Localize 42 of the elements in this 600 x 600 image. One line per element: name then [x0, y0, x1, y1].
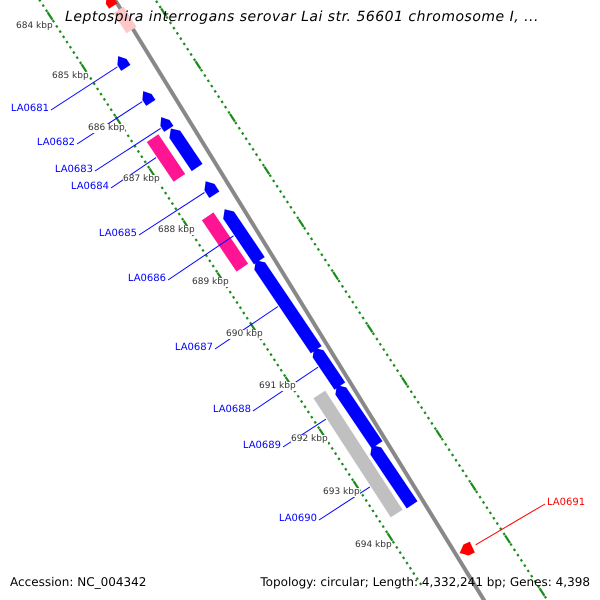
gene-feature	[160, 117, 174, 132]
scale-label: 687 kbp	[123, 175, 160, 184]
gene-label: LA0688	[212, 405, 251, 415]
gene-feature	[204, 181, 220, 198]
gene-label: LA0690	[278, 514, 317, 524]
scale-label: 694 kbp	[355, 541, 392, 550]
scale-label: 693 kbp	[323, 488, 360, 497]
summary-text: Topology: circular; Length: 4,332,241 bp; Genes: 4,398	[260, 576, 590, 588]
leader-line	[168, 235, 234, 280]
gene-feature	[169, 128, 203, 172]
scale-label: 690 kbp	[226, 330, 263, 339]
gene-feature	[142, 91, 156, 106]
leader-line	[475, 504, 546, 546]
gene-feature	[335, 385, 383, 448]
gene-label: LA0687	[174, 343, 213, 353]
gene-feature	[312, 348, 346, 390]
scale-label: 692 kbp	[291, 435, 328, 444]
gene-label: LA0681	[10, 104, 49, 114]
leader-line	[318, 486, 370, 520]
scale-label: 691 kbp	[259, 382, 296, 391]
gene-label: LA0682	[36, 138, 75, 148]
scale-label: 689 kbp	[192, 278, 229, 287]
title: Leptospira interrogans serovar Lai str. 56601 chromosome I, ...	[65, 10, 539, 24]
gene-feature	[370, 445, 418, 508]
scale-label: 686 kbp	[88, 124, 125, 133]
gene-label: LA0683	[54, 165, 93, 175]
scale-label: 685 kbp	[52, 72, 89, 81]
scale-label: 684 kbp	[16, 22, 53, 31]
leader-line	[138, 192, 206, 236]
scale-label: 688 kbp	[158, 226, 195, 235]
leader-line	[94, 128, 162, 172]
leader-line	[50, 66, 118, 110]
gene-label: LA0685	[98, 229, 137, 239]
gene-label: LA0686	[128, 274, 166, 284]
gene-feature	[223, 209, 265, 264]
accession-text: Accession: NC_004342	[10, 576, 146, 588]
gene-label: LA0689	[242, 441, 281, 451]
gene-feature	[460, 542, 475, 556]
gene-label: LA0684	[70, 182, 109, 192]
gene-feature	[106, 0, 118, 9]
gene-feature	[117, 56, 130, 71]
gene-label: LA0691	[547, 498, 586, 508]
